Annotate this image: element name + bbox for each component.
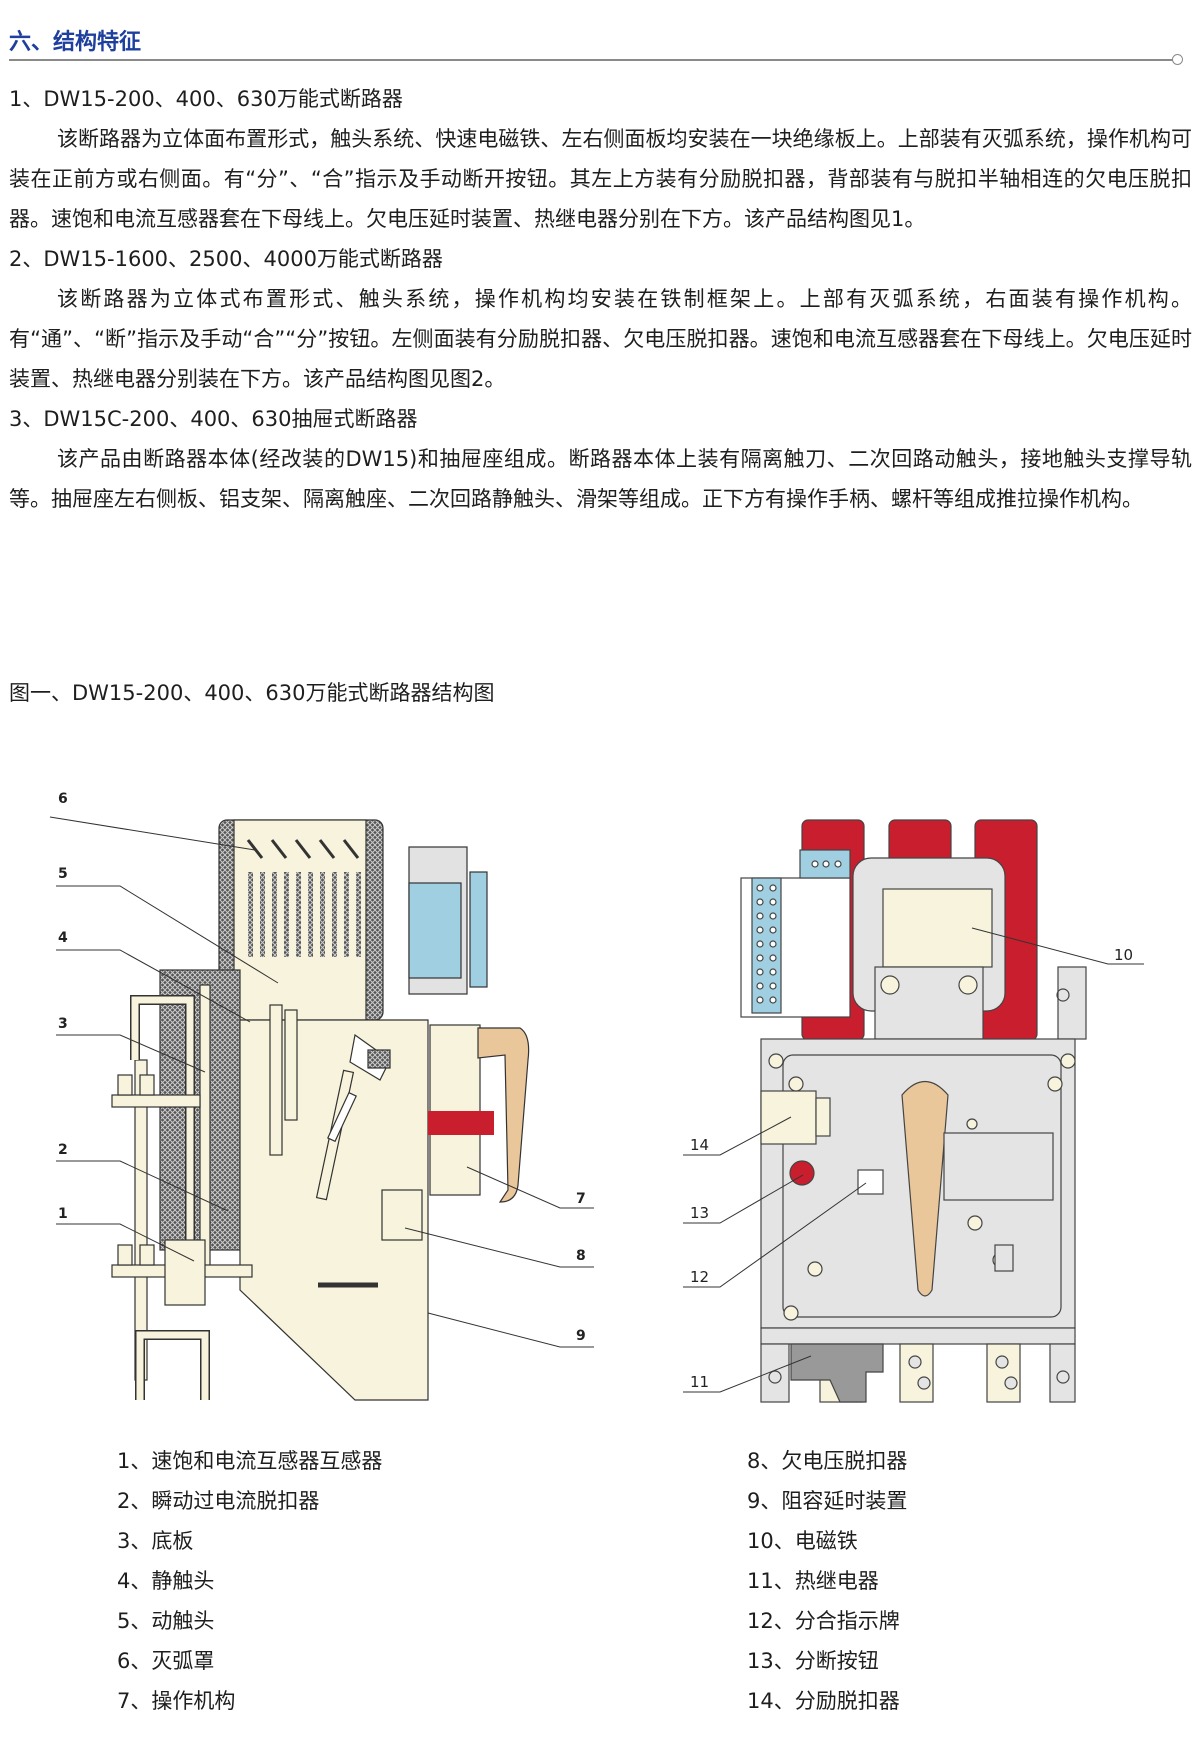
legend-item: 9、阻容延时装置 [747,1489,908,1513]
display-window [943,1132,1054,1201]
structure-text: 1、DW15-200、400、630万能式断路器 该断路器为立体面布置形式，触头… [9,79,1192,519]
operating-handle [477,1027,530,1203]
legend-item: 7、操作机构 [117,1689,236,1713]
legend-item: 10、电磁铁 [747,1529,858,1553]
section-body: 该断路器为立体面布置形式，触头系统、快速电磁铁、左右侧面板均安装在一块绝缘板上。… [9,127,1192,231]
thermal-relay [790,1343,884,1403]
callout-8: 8 [576,1248,586,1264]
legend-item: 1、速饱和电流互感器互感器 [117,1449,383,1473]
legend-item: 6、灭弧罩 [117,1649,215,1673]
legend-item: 3、底板 [117,1529,194,1553]
side-view-callout-lines [49,816,594,1348]
callout-10: 10 [1114,946,1133,964]
legend-item: 14、分励脱扣器 [747,1689,900,1713]
legend-item: 13、分断按钮 [747,1649,879,1673]
legend-item: 5、动触头 [117,1609,215,1633]
callout-14: 14 [690,1136,709,1154]
electromagnet-coil [882,888,993,968]
section-title: 1、DW15-200、400、630万能式断路器 [9,87,403,111]
closing-handle [901,1080,949,1297]
trip-button [789,1160,815,1186]
callout-9: 9 [576,1328,586,1344]
callout-6: 6 [58,791,68,807]
front-view-callout-lines [683,927,1144,1393]
callout-3: 3 [58,1016,68,1032]
callout-13: 13 [690,1204,709,1222]
legend-item: 4、静触头 [117,1569,215,1593]
section-body: 该断路器为立体式布置形式、触头系统，操作机构均安装在铁制框架上。上部有灭弧系统，… [9,287,1192,391]
side-view-diagram [111,819,530,1401]
callout-2: 2 [58,1142,68,1158]
divider [9,59,1174,61]
section-title: 3、DW15C-200、400、630抽屉式断路器 [9,407,418,431]
callout-12: 12 [690,1268,709,1286]
red-indicator [428,1111,494,1135]
legend-right: 8、欠电压脱扣器 9、阻容延时装置 10、电磁铁 11、热继电器 12、分合指示… [747,1441,907,1721]
front-view-diagram [740,819,1087,1403]
on-off-indicator [857,1169,884,1195]
callout-5: 5 [58,866,68,882]
legend-item: 12、分合指示牌 [747,1609,900,1633]
figure-title: 图一、DW15-200、400、630万能式断路器结构图 [9,681,495,705]
callout-7: 7 [576,1191,586,1207]
shunt-release [760,1090,817,1145]
divider-end-circle [1172,54,1183,65]
legend-left: 1、速饱和电流互感器互感器 2、瞬动过电流脱扣器 3、底板 4、静触头 5、动触… [117,1441,382,1721]
legend-item: 11、热继电器 [747,1569,879,1593]
callout-4: 4 [58,930,68,946]
terminal-block [751,877,782,1014]
legend-item: 2、瞬动过电流脱扣器 [117,1489,320,1513]
section-heading: 六、结构特征 [9,30,142,55]
callout-1: 1 [58,1206,68,1222]
section-title: 2、DW15-1600、2500、4000万能式断路器 [9,247,443,271]
legend-item: 8、欠电压脱扣器 [747,1449,908,1473]
section-body: 该产品由断路器本体(经改装的DW15)和抽屉座组成。断路器本体上装有隔离触刀、二… [9,447,1192,511]
callout-11: 11 [690,1373,709,1391]
